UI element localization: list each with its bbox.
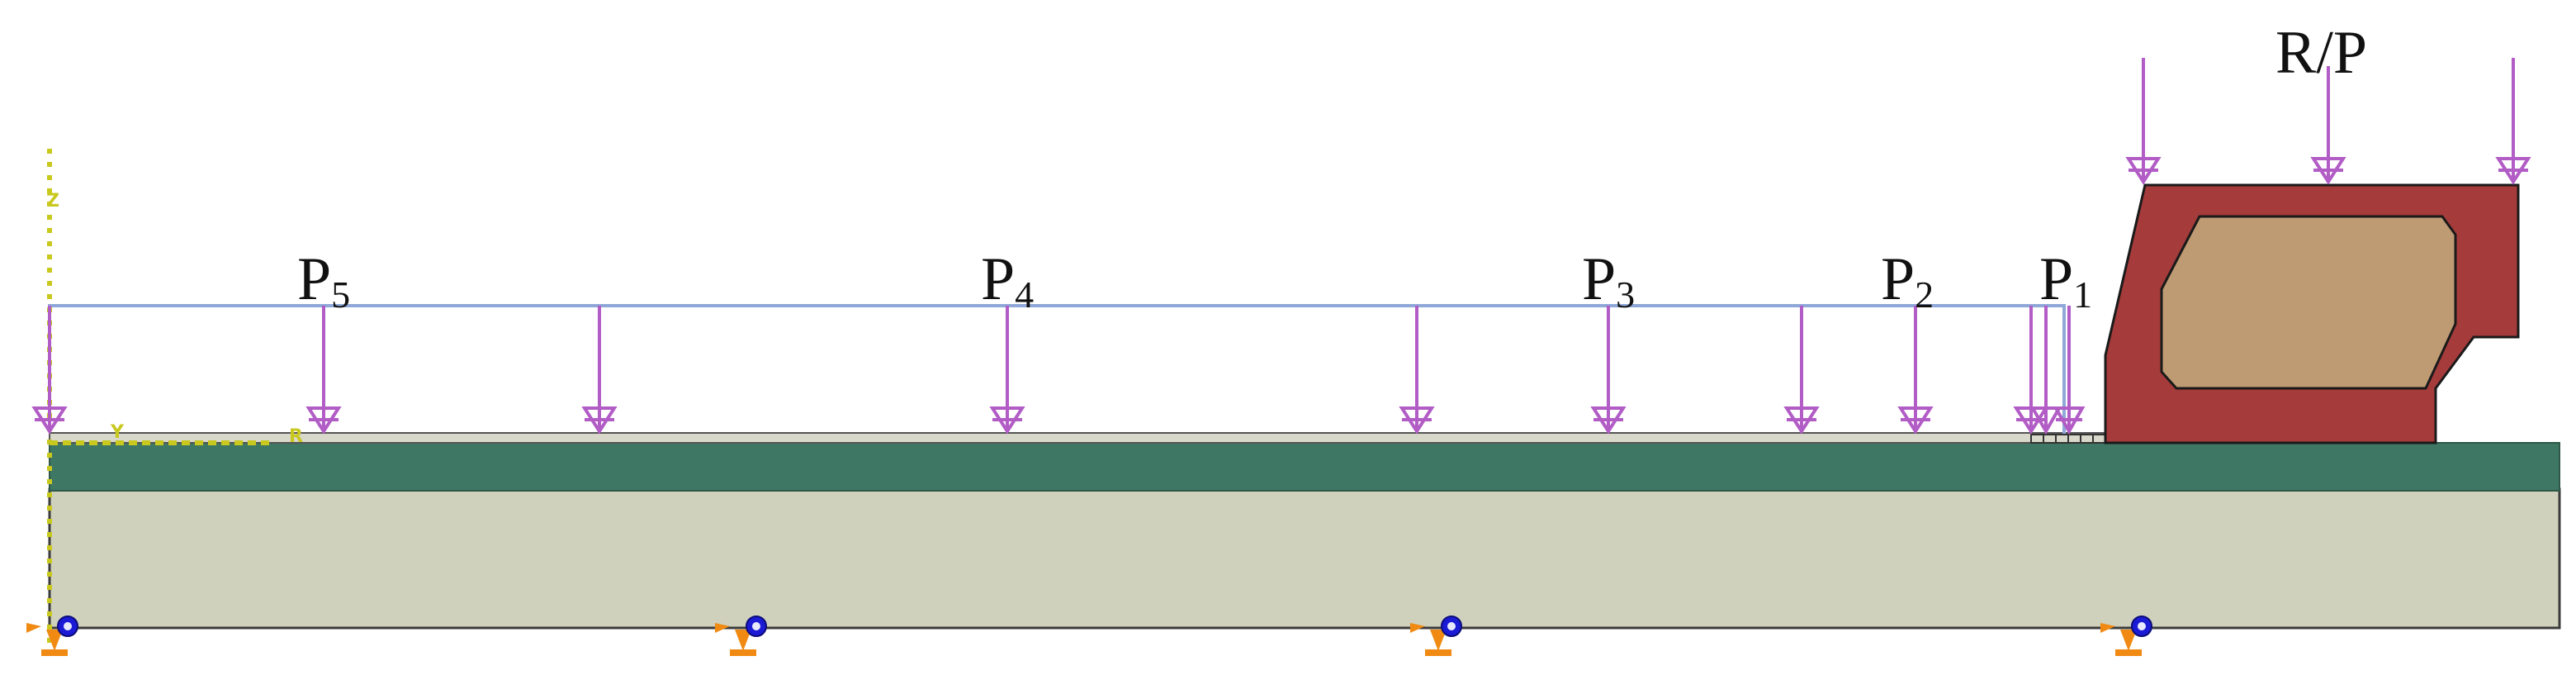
load-arrow	[305, 306, 342, 435]
pin-support-icon	[715, 616, 767, 656]
load-arrow	[2029, 306, 2062, 435]
pin-support-icon	[1410, 616, 1462, 656]
load-arrow	[2013, 306, 2049, 435]
load-arrow	[1897, 306, 1934, 435]
rp-label: R/P	[2275, 19, 2367, 87]
load-arrow	[1399, 306, 1435, 435]
pin-support-icon	[26, 616, 78, 656]
upper-layer	[49, 442, 2560, 492]
load-arrow	[1590, 306, 1627, 435]
axis-label-y: Y	[110, 422, 125, 443]
load-arrow	[1783, 306, 1820, 435]
rp-arrow	[2495, 58, 2531, 185]
axis-label-r: R	[289, 426, 303, 447]
surface-strip	[49, 432, 2106, 444]
pressure-arrows	[31, 306, 2086, 435]
block-inner	[2160, 215, 2457, 390]
p5-label: P5	[297, 245, 350, 316]
load-arrow	[581, 306, 618, 435]
axis-label-z: Z	[46, 191, 59, 212]
p3-label: P3	[1582, 245, 1635, 316]
p4-label: P4	[981, 245, 1034, 316]
pressure-load-outline	[48, 304, 2066, 434]
load-arrow	[31, 306, 68, 435]
loading-block	[2104, 183, 2520, 444]
rp-arrow	[2125, 58, 2162, 185]
substrate-layer	[48, 487, 2561, 630]
supports	[26, 616, 2152, 656]
p2-label: P2	[1881, 245, 1934, 316]
reference-point-arrows	[2125, 58, 2531, 185]
load-arrow	[989, 306, 1025, 435]
p1-label: P1	[2039, 245, 2092, 316]
rp-arrow	[2310, 66, 2346, 185]
load-arrow	[2053, 306, 2086, 435]
pin-support-icon	[2100, 616, 2152, 656]
